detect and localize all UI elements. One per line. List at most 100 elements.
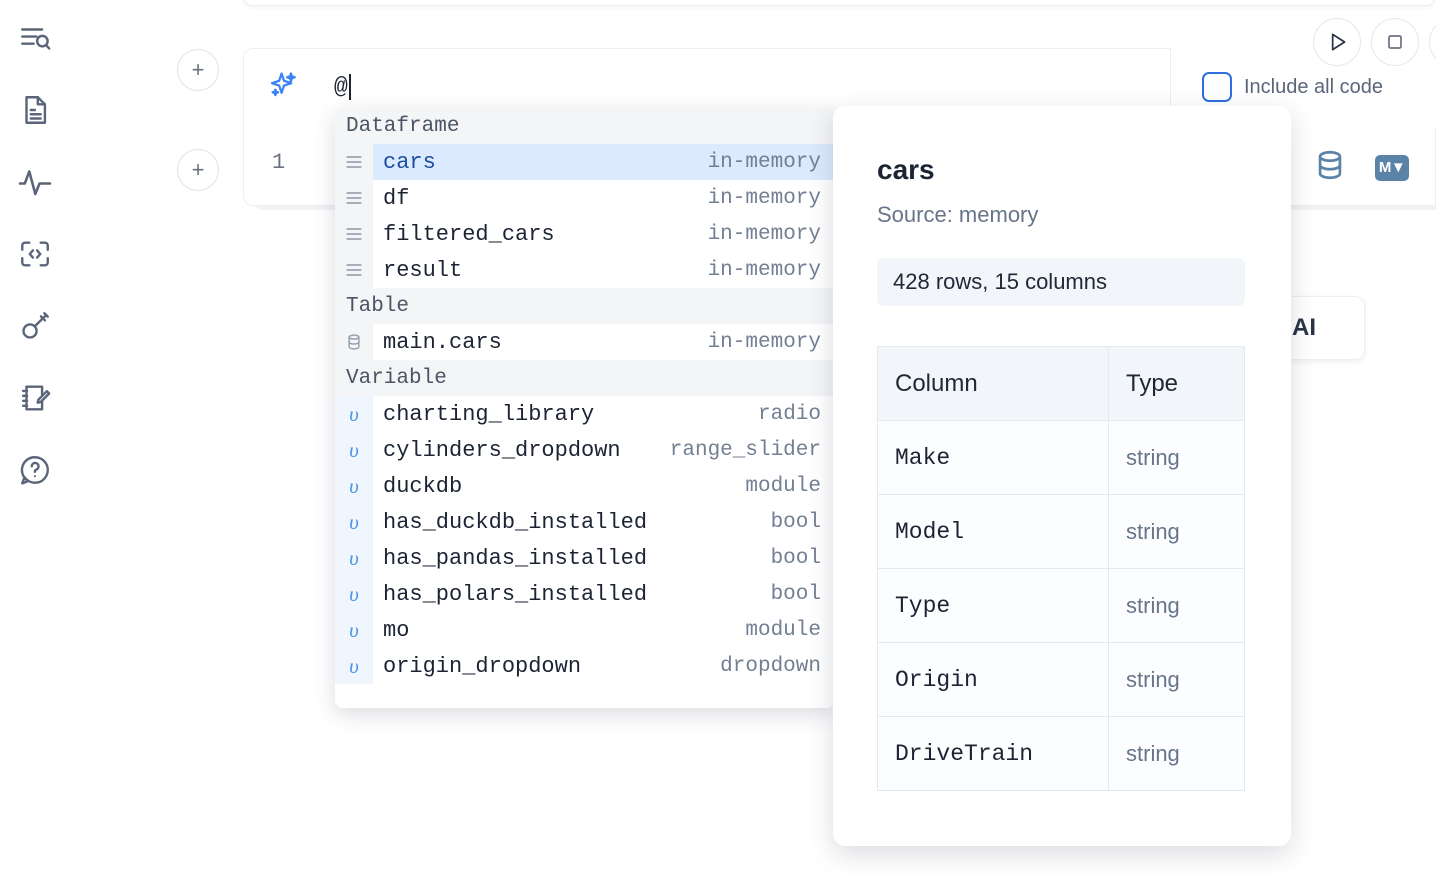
variable-icon: υ [335, 540, 373, 576]
autocomplete-item-kind: dropdown [720, 654, 821, 678]
dataframe-icon [335, 180, 373, 216]
autocomplete-item-name: cars [383, 149, 436, 175]
autocomplete-item-kind: range_slider [669, 438, 821, 462]
schema-column-type: string [1108, 568, 1245, 643]
variable-icon: υ [335, 468, 373, 504]
variable-icon: υ [335, 396, 373, 432]
database-icon[interactable] [1313, 148, 1347, 187]
autocomplete-item-name: origin_dropdown [383, 653, 582, 679]
autocomplete-item-df[interactable]: df in-memory [335, 180, 835, 216]
schema-column-type: string [1108, 420, 1245, 495]
cell-icon-group: M▼ [1313, 148, 1409, 187]
include-all-code-label: Include all code [1244, 75, 1383, 98]
include-all-code-checkbox[interactable] [1202, 72, 1232, 102]
schema-column-name: DriveTrain [877, 716, 1109, 791]
sparkle-ai-icon [266, 69, 300, 103]
dataframe-detail-panel: cars Source: memory 428 rows, 15 columns… [833, 106, 1291, 846]
left-icon-rail [0, 0, 70, 874]
schema-header-cell: Type [1108, 346, 1245, 421]
autocomplete-item-main.cars[interactable]: main.cars in-memory [335, 324, 835, 360]
explore-search-icon[interactable] [14, 17, 56, 59]
autocomplete-group-header: Dataframe [335, 108, 835, 144]
schema-column-name: Type [877, 568, 1109, 643]
activity-pulse-icon[interactable] [14, 161, 56, 203]
autocomplete-item-name: mo [383, 617, 410, 643]
autocomplete-item-result[interactable]: result in-memory [335, 252, 835, 288]
autocomplete-item-kind: in-memory [707, 330, 821, 354]
autocomplete-group-header: Table [335, 288, 835, 324]
add-cell-button-top[interactable]: + [177, 49, 219, 91]
run-button[interactable] [1313, 18, 1361, 66]
add-cell-button-bottom[interactable]: + [177, 149, 219, 191]
detail-source: Source: memory [877, 202, 1039, 227]
autocomplete-item-body: cars in-memory [373, 144, 835, 180]
stop-button[interactable] [1371, 18, 1419, 66]
autocomplete-item-name: has_pandas_installed [383, 545, 648, 571]
dataframe-icon [335, 216, 373, 252]
markdown-icon[interactable]: M▼ [1375, 154, 1409, 181]
notebook-edit-icon[interactable] [14, 377, 56, 419]
autocomplete-group-header: Variable [335, 360, 835, 396]
help-chat-icon[interactable] [14, 449, 56, 491]
autocomplete-item-name: has_polars_installed [383, 581, 648, 607]
schema-column-type: string [1108, 642, 1245, 717]
autocomplete-item-name: df [383, 185, 410, 211]
ai-prompt-input[interactable]: @ [334, 65, 1134, 109]
autocomplete-dropdown[interactable]: Dataframe cars in-memory df in-memory filtere… [335, 108, 835, 708]
autocomplete-item-kind: in-memory [707, 150, 821, 174]
file-document-icon[interactable] [14, 89, 56, 131]
autocomplete-item-name: filtered_cars [383, 221, 555, 247]
autocomplete-item-body: origin_dropdown dropdown [373, 648, 835, 684]
dataframe-icon [335, 252, 373, 288]
more-options-button[interactable] [1429, 18, 1436, 66]
generate-with-ai-label: AI [1292, 314, 1316, 341]
autocomplete-item-name: duckdb [383, 473, 463, 499]
autocomplete-item-kind: bool [770, 546, 821, 570]
autocomplete-item-name: cylinders_dropdown [383, 437, 621, 463]
autocomplete-item-name: has_duckdb_installed [383, 509, 648, 535]
autocomplete-item-kind: module [745, 618, 821, 642]
schema-column-name: Make [877, 420, 1109, 495]
add-cell-label: + [191, 57, 205, 82]
autocomplete-item-body: has_pandas_installed bool [373, 540, 835, 576]
text-caret [348, 74, 351, 100]
variable-icon: υ [335, 576, 373, 612]
code-brackets-icon[interactable] [14, 233, 56, 275]
autocomplete-item-name: charting_library [383, 401, 595, 427]
autocomplete-item-has_pandas_installed[interactable]: υ has_pandas_installed bool [335, 540, 835, 576]
autocomplete-item-body: main.cars in-memory [373, 324, 835, 360]
add-cell-label: + [191, 157, 205, 182]
include-all-code-row[interactable]: Include all code [1202, 72, 1383, 102]
key-secret-icon[interactable] [14, 305, 56, 347]
autocomplete-item-kind: in-memory [707, 186, 821, 210]
detail-title: cars [877, 154, 935, 185]
schema-column-type: string [1108, 494, 1245, 569]
schema-column-type: string [1108, 716, 1245, 791]
autocomplete-item-cars[interactable]: cars in-memory [335, 144, 835, 180]
autocomplete-item-kind: module [745, 474, 821, 498]
autocomplete-item-name: result [383, 257, 463, 283]
autocomplete-item-body: cylinders_dropdown range_slider [373, 432, 835, 468]
variable-icon: υ [335, 612, 373, 648]
autocomplete-item-kind: bool [770, 510, 821, 534]
autocomplete-item-name: main.cars [383, 329, 502, 355]
markdown-label: M [1378, 159, 1392, 176]
autocomplete-item-kind: in-memory [707, 258, 821, 282]
schema-column-name: Origin [877, 642, 1109, 717]
